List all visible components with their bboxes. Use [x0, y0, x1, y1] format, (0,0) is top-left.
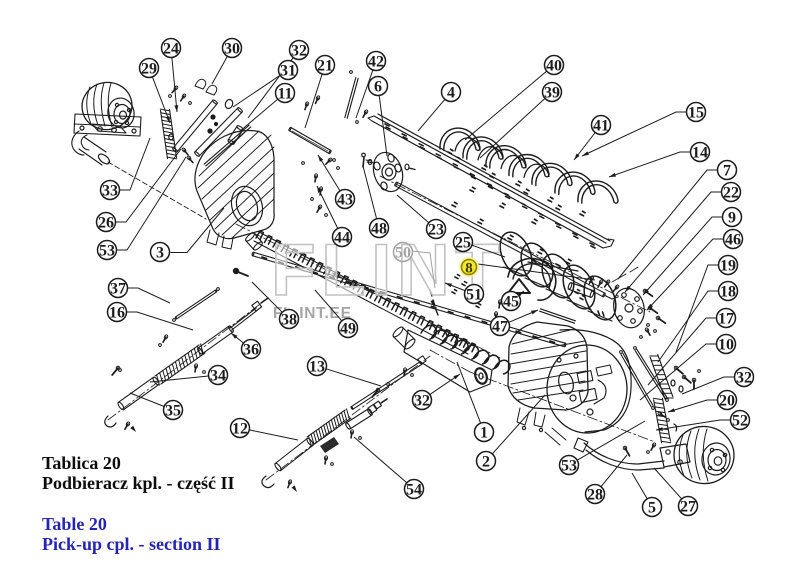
svg-text:15: 15 — [688, 105, 704, 122]
svg-text:20: 20 — [719, 393, 735, 410]
svg-text:18: 18 — [720, 284, 736, 301]
svg-text:3: 3 — [156, 245, 164, 262]
svg-text:43: 43 — [337, 192, 353, 209]
svg-text:31: 31 — [280, 63, 296, 80]
svg-text:10: 10 — [718, 337, 734, 354]
svg-text:49: 49 — [340, 321, 356, 338]
svg-text:26: 26 — [98, 215, 114, 232]
svg-text:5: 5 — [648, 500, 656, 517]
svg-text:32: 32 — [291, 43, 307, 60]
svg-text:9: 9 — [728, 210, 736, 227]
svg-text:11: 11 — [277, 86, 292, 103]
svg-text:19: 19 — [720, 258, 736, 275]
svg-text:1: 1 — [480, 425, 488, 442]
svg-text:53: 53 — [561, 458, 577, 475]
svg-text:14: 14 — [692, 145, 708, 162]
svg-text:47: 47 — [492, 319, 508, 336]
svg-text:38: 38 — [281, 312, 297, 329]
svg-text:17: 17 — [718, 311, 734, 328]
svg-text:40: 40 — [546, 58, 562, 75]
svg-text:51: 51 — [466, 287, 482, 304]
svg-text:37: 37 — [110, 281, 126, 298]
svg-text:36: 36 — [243, 342, 259, 359]
svg-text:12: 12 — [232, 421, 248, 438]
svg-text:13: 13 — [309, 359, 325, 376]
svg-text:53: 53 — [99, 243, 115, 260]
svg-text:21: 21 — [317, 58, 333, 75]
svg-text:25: 25 — [455, 235, 471, 252]
svg-text:27: 27 — [680, 499, 696, 516]
svg-text:22: 22 — [723, 185, 739, 202]
svg-text:34: 34 — [210, 368, 226, 385]
svg-text:29: 29 — [141, 61, 157, 78]
svg-text:7: 7 — [723, 163, 731, 180]
svg-text:54: 54 — [406, 482, 422, 499]
svg-text:32: 32 — [414, 393, 430, 410]
svg-text:16: 16 — [109, 305, 125, 322]
svg-text:30: 30 — [224, 41, 240, 58]
svg-text:52: 52 — [732, 413, 748, 430]
svg-text:42: 42 — [368, 54, 384, 71]
svg-text:FLINT: FLINT — [92, 552, 326, 562]
svg-text:41: 41 — [593, 118, 609, 135]
svg-text:2: 2 — [482, 454, 490, 471]
svg-text:32: 32 — [736, 370, 752, 387]
svg-text:39: 39 — [544, 85, 560, 102]
svg-text:44: 44 — [334, 230, 350, 247]
svg-text:8: 8 — [465, 261, 473, 277]
svg-text:33: 33 — [102, 183, 118, 200]
svg-text:48: 48 — [371, 221, 387, 238]
svg-text:4: 4 — [447, 85, 455, 102]
svg-text:46: 46 — [725, 232, 741, 249]
svg-text:23: 23 — [428, 222, 444, 239]
svg-text:24: 24 — [163, 41, 179, 58]
svg-text:35: 35 — [165, 403, 181, 420]
svg-text:50: 50 — [395, 245, 411, 262]
svg-text:6: 6 — [374, 79, 382, 96]
svg-text:45: 45 — [503, 294, 519, 311]
svg-text:28: 28 — [587, 487, 603, 504]
